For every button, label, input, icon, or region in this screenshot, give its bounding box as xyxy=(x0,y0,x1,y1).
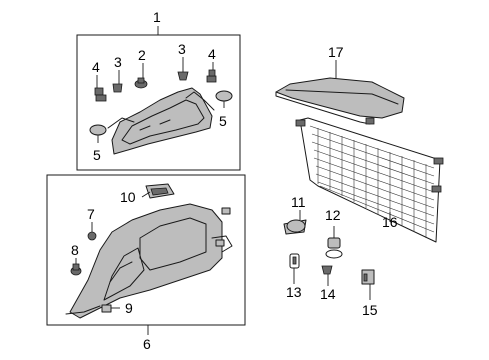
lower-quarter-trim-panel xyxy=(65,203,233,319)
leader-10 xyxy=(141,191,151,198)
oval-pad-left xyxy=(89,124,107,136)
clip-9 xyxy=(101,304,112,313)
callout-4-left: 4 xyxy=(92,59,100,75)
callout-1: 1 xyxy=(153,9,161,25)
callout-16: 16 xyxy=(382,214,398,230)
grommet-12 xyxy=(325,237,343,259)
callout-4-right: 4 xyxy=(208,46,216,62)
cargo-cover xyxy=(275,77,405,125)
push-pin-11 xyxy=(283,219,307,235)
group-box-upper xyxy=(76,34,241,171)
callout-11: 11 xyxy=(291,194,306,210)
cargo-net xyxy=(295,117,444,243)
clip-fastener-left xyxy=(112,83,123,93)
bolt-8 xyxy=(70,263,82,276)
storage-tray xyxy=(145,183,175,199)
callout-2: 2 xyxy=(138,47,146,63)
upper-quarter-trim-panel xyxy=(107,87,215,155)
oval-pad-right xyxy=(215,90,233,102)
group-box-lower xyxy=(46,174,246,326)
callout-7: 7 xyxy=(87,206,95,222)
clip-lower-right xyxy=(215,239,225,247)
callout-14: 14 xyxy=(320,286,336,302)
retainer-13 xyxy=(289,253,300,269)
callout-6: 6 xyxy=(143,336,151,352)
clip-fastener-right xyxy=(177,71,189,81)
callout-9: 9 xyxy=(125,300,133,316)
callout-3-left: 3 xyxy=(114,54,122,70)
bracket-15 xyxy=(361,269,375,285)
callout-15: 15 xyxy=(362,302,378,318)
push-clip-fastener xyxy=(134,77,148,89)
bolt-fastener-left xyxy=(94,87,107,102)
callout-10: 10 xyxy=(120,189,136,205)
small-clip-7 xyxy=(87,231,97,241)
clip-upper-right xyxy=(221,207,231,215)
callout-12: 12 xyxy=(325,207,341,223)
callout-13: 13 xyxy=(286,284,302,300)
bolt-fastener-right xyxy=(206,69,217,83)
callout-17: 17 xyxy=(328,44,344,60)
callout-3-right: 3 xyxy=(178,41,186,57)
callout-5-right: 5 xyxy=(219,113,227,129)
clip-14 xyxy=(321,265,333,275)
callout-8: 8 xyxy=(71,242,79,258)
callout-5-left: 5 xyxy=(93,147,101,163)
